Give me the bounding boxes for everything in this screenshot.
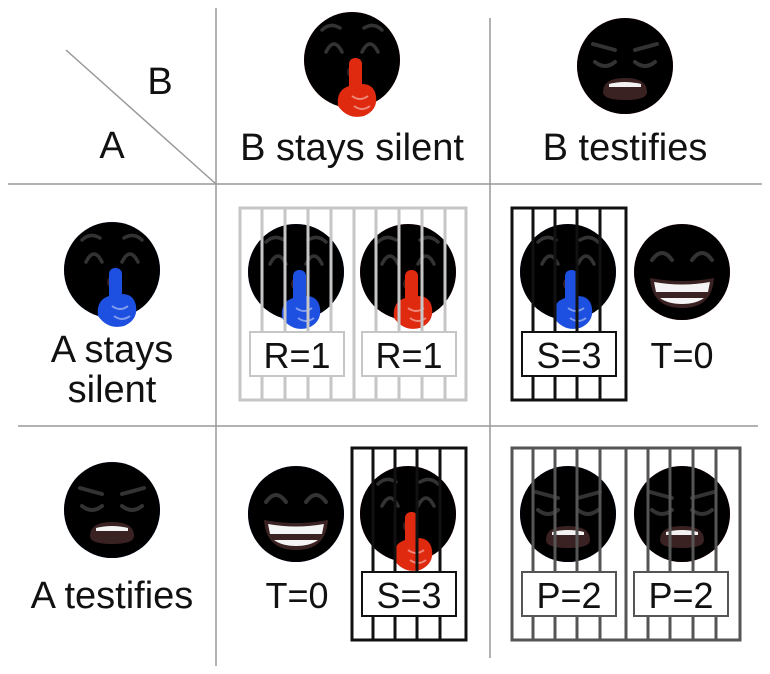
cell-a-testifies-b-silent: T=0 S=3 — [246, 446, 468, 642]
cell-a-silent-b-testifies: S=3 T=0 — [510, 206, 732, 402]
weary-face-icon — [632, 464, 732, 564]
shushing-face-icon — [358, 222, 458, 330]
payoff-label-a: R=1 — [263, 335, 330, 376]
row-header-a-silent-line2: silent — [68, 369, 157, 411]
weary-face-icon — [518, 464, 618, 564]
row-header-a-testifies: A testifies — [31, 575, 194, 617]
corner-diagonal — [65, 49, 217, 185]
matrix-grid — [8, 8, 762, 666]
weary-face-icon — [575, 16, 675, 116]
weary-face-icon — [62, 460, 162, 560]
shushing-face-icon — [518, 222, 618, 330]
cell-both-testify: P=2 P=2 — [510, 446, 742, 642]
player-b-label: B — [147, 61, 172, 103]
cell-both-silent: R=1 R=1 — [238, 206, 468, 402]
payoff-label-a: P=2 — [536, 575, 601, 616]
payoff-label-b: T=0 — [650, 335, 713, 376]
payoff-label-b: S=3 — [376, 575, 441, 616]
player-a-label: A — [99, 125, 125, 167]
grinning-face-icon — [246, 464, 346, 564]
shushing-face-icon — [302, 10, 402, 118]
payoff-label-a: T=0 — [265, 575, 328, 616]
grinning-face-icon — [632, 222, 732, 322]
payoff-label-b: R=1 — [375, 335, 442, 376]
payoff-label-b: P=2 — [648, 575, 713, 616]
shushing-face-icon — [246, 222, 346, 330]
column-header-b-testifies: B testifies — [543, 127, 708, 169]
shushing-face-icon — [358, 464, 458, 572]
shushing-face-icon — [62, 220, 162, 328]
row-header-a-silent-line1: A stays — [51, 329, 174, 371]
column-header-b-silent: B stays silent — [240, 127, 464, 169]
payoff-label-a: S=3 — [536, 335, 601, 376]
